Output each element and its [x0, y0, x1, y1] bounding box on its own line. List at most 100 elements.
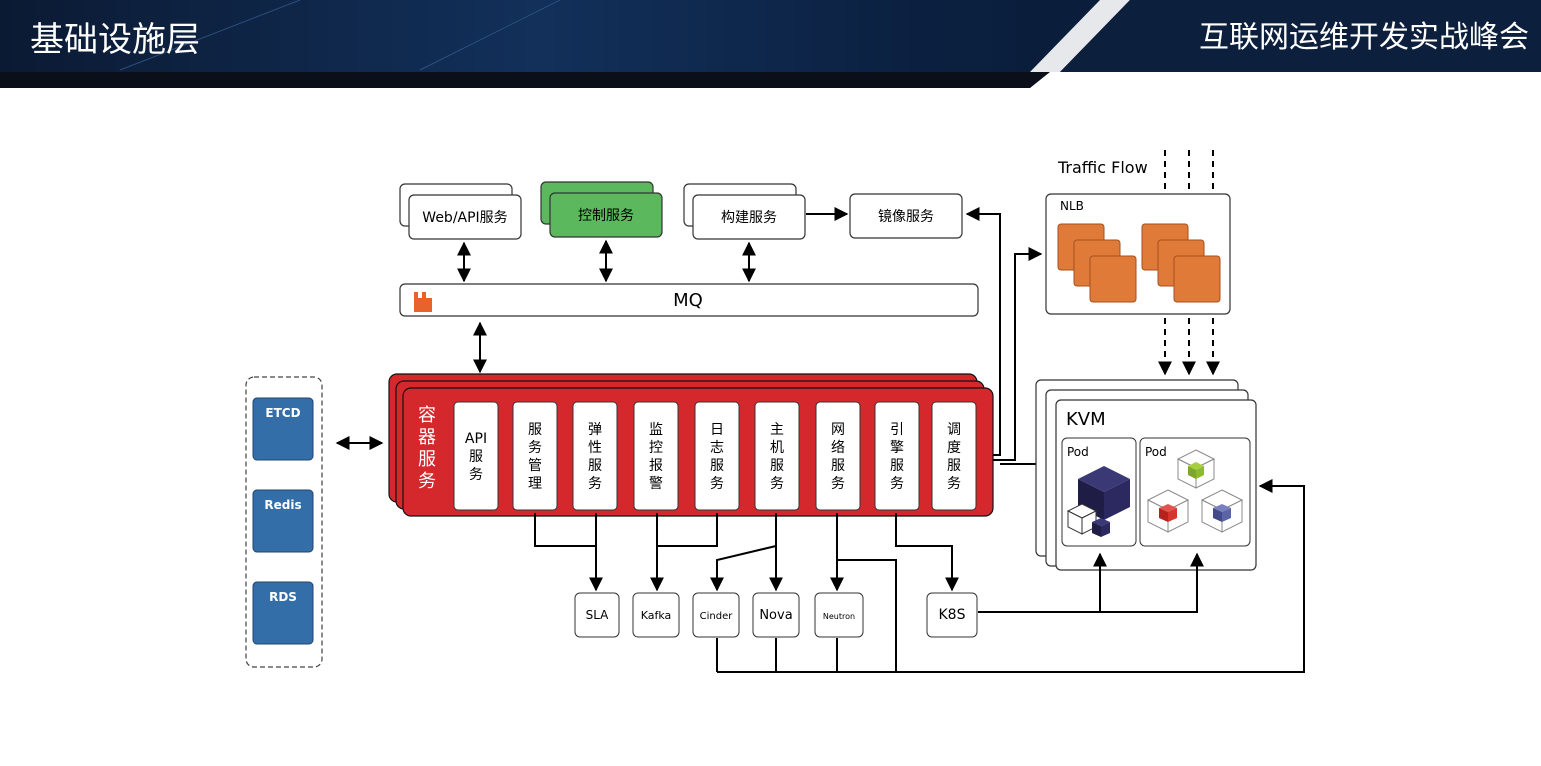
- container-label-char: 器: [418, 427, 436, 448]
- container-module-label: 弹: [588, 422, 602, 438]
- container-module-label: 络: [831, 440, 845, 456]
- container-module-label: 务: [588, 476, 602, 492]
- container-service-label: 容 器 服 务: [418, 405, 436, 492]
- container-module-box: API 服务: [453, 401, 499, 511]
- nlb-label: NLB: [1060, 199, 1084, 213]
- control-service-label: 控制服务: [578, 208, 634, 224]
- container-module-label: 服: [831, 458, 845, 474]
- container-module-label: 控: [649, 440, 663, 456]
- mq-label: MQ: [673, 290, 703, 311]
- page-title: 基础设施层: [30, 20, 200, 60]
- redis-box: Redis: [252, 489, 314, 553]
- nlb-instance-icon-right: [1141, 223, 1221, 303]
- event-name: 互联网运维开发实战峰会: [1199, 20, 1529, 55]
- backend-box: SLA: [574, 592, 620, 638]
- rds-label: RDS: [269, 590, 297, 604]
- container-module-label: API: [465, 431, 487, 447]
- container-module-label: 务: [770, 476, 784, 492]
- control-service-box: 控制服务: [540, 181, 663, 238]
- container-module-label: 服: [528, 422, 542, 438]
- backend-box: Kafka: [632, 592, 680, 638]
- pod-label: Pod: [1067, 445, 1089, 459]
- container-module-label: 主: [770, 422, 784, 438]
- container-module-label: 务: [890, 476, 904, 492]
- storage-group: ETCD Redis RDS: [245, 376, 323, 668]
- k8s-pod-connectors: [978, 552, 1204, 613]
- container-module-label: 服: [770, 458, 784, 474]
- etcd-box: ETCD: [252, 397, 314, 461]
- kvm-group: KVM Pod Pod: [1035, 379, 1257, 571]
- backend-box: K8S: [926, 592, 978, 638]
- container-module-label: 管: [528, 458, 542, 474]
- backend-box: Cinder: [692, 592, 740, 638]
- white-cube-icon: [1066, 503, 1098, 535]
- module-backend-connectors: [534, 513, 959, 672]
- image-service-box: 镜像服务: [849, 193, 963, 239]
- etcd-label: ETCD: [265, 406, 300, 420]
- container-module-label: 务: [831, 476, 845, 492]
- traffic-flow-label: Traffic Flow: [1057, 158, 1148, 177]
- build-service-label: 构建服务: [721, 210, 777, 226]
- container-service-group: 容 器 服 务 API服务服务管理弹性服务监控报警日志服务主机服务网络服务引擎服…: [388, 373, 994, 517]
- container-module-label: 度: [947, 440, 961, 456]
- container-label-char: 服: [418, 449, 436, 470]
- container-module-label: 机: [770, 440, 784, 456]
- redis-label: Redis: [264, 498, 301, 512]
- kvm-label: KVM: [1066, 409, 1106, 430]
- backend-services: SLA Kafka Cinder Nova Neutron K8S: [574, 592, 978, 638]
- blue-cube-icon: [1200, 489, 1244, 533]
- rabbitmq-icon: [414, 292, 432, 312]
- container-module-label: 网: [831, 422, 845, 438]
- red-cube-icon: [1146, 489, 1190, 533]
- traffic-flow-lines: [1164, 150, 1214, 194]
- small-navy-cube-icon: [1092, 518, 1110, 537]
- container-module-label: 性: [588, 440, 602, 456]
- green-cube-icon: [1176, 449, 1216, 489]
- container-module-label: 服: [469, 449, 483, 465]
- container-image-arrow: [965, 207, 1001, 456]
- container-nlb-arrow: [993, 247, 1043, 461]
- container-module-label: 服: [588, 458, 602, 474]
- web-api-service-label: Web/API服务: [422, 210, 507, 226]
- container-module-label: 务: [947, 476, 961, 492]
- pod-box-left: Pod: [1061, 437, 1137, 547]
- backend-label: Cinder: [700, 611, 734, 622]
- container-module-label: 务: [469, 467, 483, 483]
- header-background: [0, 0, 1541, 88]
- backend-label: Kafka: [641, 609, 672, 622]
- image-service-label: 镜像服务: [878, 209, 934, 225]
- container-module-label: 务: [528, 440, 542, 456]
- container-module-label: 志: [710, 440, 724, 456]
- container-module-label: 警: [649, 476, 663, 492]
- container-module-label: 引: [890, 422, 904, 438]
- rds-box: RDS: [252, 581, 314, 645]
- container-module-label: 日: [710, 422, 724, 438]
- mq-bar: MQ: [399, 283, 979, 317]
- nlb-box: NLB: [1045, 193, 1231, 315]
- container-label-char: 务: [418, 471, 436, 492]
- slide-header: 基础设施层 互联网运维开发实战峰会: [0, 0, 1541, 90]
- bottom-loop-connector: [716, 479, 1305, 673]
- pod-label: Pod: [1145, 445, 1167, 459]
- container-module-label: 理: [528, 476, 542, 492]
- backend-label: Neutron: [823, 612, 855, 621]
- backend-label: SLA: [586, 608, 610, 622]
- backend-label: K8S: [939, 607, 966, 623]
- backend-label: Nova: [759, 608, 792, 623]
- backend-box: Nova: [752, 592, 800, 638]
- container-module-label: 服: [710, 458, 724, 474]
- container-module-label: 擎: [890, 440, 904, 456]
- container-module-label: 调: [947, 422, 961, 438]
- container-module-label: 服: [947, 458, 961, 474]
- web-api-service-box: Web/API服务: [399, 183, 522, 240]
